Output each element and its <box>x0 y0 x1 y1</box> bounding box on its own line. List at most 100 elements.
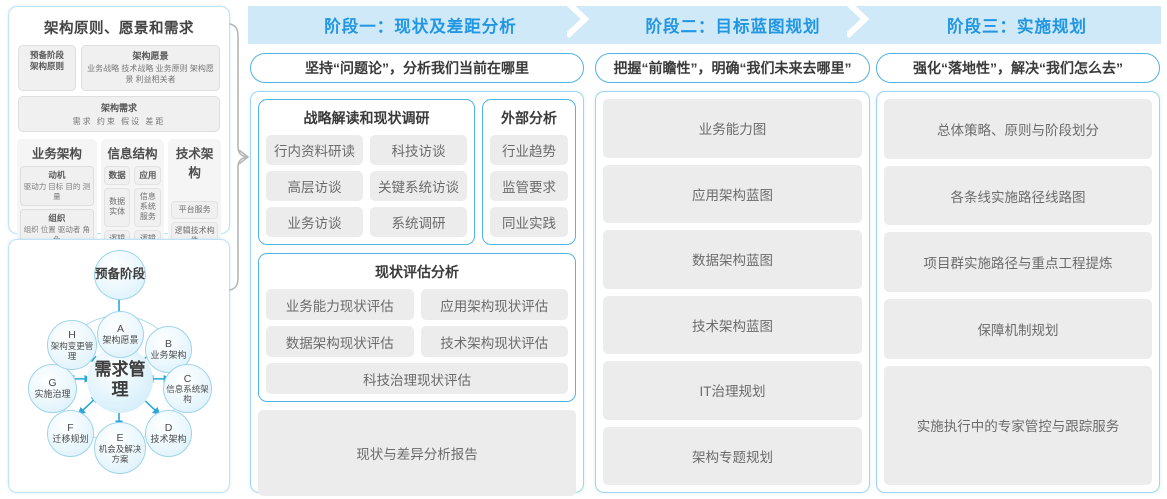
requirements-title: 架构需求 <box>100 102 137 113</box>
adm-cycle-card: 预备阶段 需求管理 A 架构愿景 B 业务架构 C 信息系统架构 <box>8 239 230 493</box>
chip-phase-2-3[interactable]: 技术架构蓝图 <box>603 295 862 354</box>
assessment-row-0: 业务能力现状评估 应用架构现状评估 <box>266 289 568 320</box>
adm-node-h-letter: H <box>68 328 76 341</box>
bracket-connector <box>228 22 250 292</box>
phase-1-banner: 阶段一：现状及差距分析 <box>248 6 593 44</box>
adm-node-b-label: 业务架构 <box>150 350 187 361</box>
chip-strategy-0-1[interactable]: 科技访谈 <box>370 135 467 165</box>
group-strategy-research: 战略解读和现状调研 行内资料研读 科技访谈 高层访谈 关键系统访谈 业务访谈 系… <box>258 99 475 245</box>
strategy-row-0: 行内资料研读 科技访谈 <box>266 135 467 165</box>
group-external-analysis: 外部分析 行业趋势 监管要求 同业实践 <box>482 99 576 245</box>
requirements-items: 需求 约束 假设 差距 <box>72 116 166 126</box>
chip-phase-2-2[interactable]: 数据架构蓝图 <box>603 230 862 289</box>
prep-stage-box: 预备阶段 架构原则 <box>18 45 76 91</box>
phase-3-subtitle-label: 强化“落地性”，解决“我们怎么去” <box>913 60 1123 76</box>
tech-item-0: 平台服务 <box>171 200 218 219</box>
chip-assessment-1-1[interactable]: 技术架构现状评估 <box>420 326 568 357</box>
adm-node-e-letter: E <box>116 431 124 444</box>
chip-external-2[interactable]: 同业实践 <box>490 207 568 237</box>
chip-phase-3-2[interactable]: 项目群实施路径与重点工程提炼 <box>884 232 1152 293</box>
phase-1-chevron-icon <box>564 0 593 39</box>
chip-external-0[interactable]: 行业趋势 <box>490 135 568 165</box>
chip-phase-2-0[interactable]: 业务能力图 <box>603 99 862 158</box>
adm-node-b[interactable]: B 业务架构 <box>145 326 192 373</box>
information-structure-head: 信息结构 <box>107 146 158 161</box>
adm-node-a-letter: A <box>116 323 124 336</box>
phase-1-panel: 战略解读和现状调研 行内资料研读 科技访谈 高层访谈 关键系统访谈 业务访谈 系… <box>250 91 584 496</box>
chip-strategy-2-1[interactable]: 系统调研 <box>370 207 467 237</box>
chip-assessment-0-0[interactable]: 业务能力现状评估 <box>266 289 414 320</box>
motivation-block: 动机 驱动力 目标 目的 测量 <box>20 165 94 206</box>
chip-external-1[interactable]: 监管要求 <box>490 171 568 201</box>
adm-wheel: 预备阶段 需求管理 A 架构愿景 B 业务架构 C 信息系统架构 <box>9 240 229 492</box>
adm-node-c-label: 信息系统架构 <box>166 383 209 404</box>
business-architecture-head: 业务架构 <box>31 146 82 161</box>
phase-3-subtitle: 强化“落地性”，解决“我们怎么去” <box>876 53 1160 83</box>
adm-node-e[interactable]: E 机会及解决方案 <box>94 422 146 474</box>
adm-node-d-letter: D <box>164 422 173 435</box>
adm-node-f-letter: F <box>67 422 74 435</box>
prep-stage-line2: 架构原则 <box>29 61 64 72</box>
bracket-icon <box>229 23 249 291</box>
group-current-state-assessment-title: 现状评估分析 <box>375 264 459 280</box>
phase-3-panel: 总体策略、原则与阶段划分 各条线实施路径线路图 项目群实施路径与重点工程提炼 保… <box>876 91 1160 493</box>
adm-node-b-letter: B <box>164 338 172 351</box>
framework-title: 架构原则、愿景和需求 <box>44 21 194 37</box>
strategy-row-1: 高层访谈 关键系统访谈 <box>266 171 467 201</box>
adm-node-f-label: 迁移规划 <box>52 434 89 445</box>
phase-2-banner: 阶段二：目标蓝图规划 <box>593 6 873 44</box>
adm-node-d[interactable]: D 技术架构 <box>145 410 192 457</box>
chip-assessment-1-0[interactable]: 数据架构现状评估 <box>266 326 414 357</box>
phase-3-items: 总体策略、原则与阶段划分 各条线实施路径线路图 项目群实施路径与重点工程提炼 保… <box>884 99 1152 486</box>
adm-node-a[interactable]: A 架构愿景 <box>97 311 144 358</box>
adm-node-prep[interactable]: 预备阶段 <box>94 250 146 300</box>
architecture-vision-box: 架构愿景 业务战略 技术战略 业务原则 架构愿景 利益相关者 <box>81 45 220 91</box>
chip-strategy-1-0[interactable]: 高层访谈 <box>266 171 363 201</box>
motivation-title: 动机 <box>48 169 66 180</box>
adm-node-h[interactable]: H 架构变更管理 <box>47 320 97 370</box>
phase-1-subtitle: 坚持“问题论”，分析我们当前在哪里 <box>250 53 584 83</box>
phase-1-top-row: 战略解读和现状调研 行内资料研读 科技访谈 高层访谈 关键系统访谈 业务访谈 系… <box>258 99 576 245</box>
group-strategy-research-items: 行内资料研读 科技访谈 高层访谈 关键系统访谈 业务访谈 系统调研 <box>266 135 467 237</box>
chip-strategy-2-0[interactable]: 业务访谈 <box>266 207 363 237</box>
adm-node-g-label: 实施治理 <box>34 389 71 400</box>
vision-title: 架构愿景 <box>132 51 169 61</box>
chip-phase-2-5[interactable]: 架构专题规划 <box>603 426 862 485</box>
adm-node-center-label: 需求管理 <box>94 359 146 399</box>
phase-2-items: 业务能力图 应用架构蓝图 数据架构蓝图 技术架构蓝图 IT治理规划 架构专题规划 <box>603 99 862 485</box>
chip-phase-3-4[interactable]: 实施执行中的专家管控与跟踪服务 <box>884 365 1152 486</box>
chip-assessment-full[interactable]: 科技治理现状评估 <box>266 363 568 394</box>
data-item-0: 数据实体 <box>103 187 131 227</box>
chip-phase-2-4[interactable]: IT治理规划 <box>603 361 862 420</box>
adm-node-c[interactable]: C 信息系统架构 <box>163 364 212 413</box>
motivation-items: 驱动力 目标 目的 测量 <box>23 181 90 201</box>
adm-node-f[interactable]: F 迁移规划 <box>47 410 94 457</box>
adm-node-prep-label: 预备阶段 <box>95 267 146 282</box>
chip-phase-3-1[interactable]: 各条线实施路径线路图 <box>884 165 1152 226</box>
phase-2-banner-label: 阶段二：目标蓝图规划 <box>645 18 821 36</box>
chip-strategy-1-1[interactable]: 关键系统访谈 <box>370 171 467 201</box>
phase-1-subtitle-label: 坚持“问题论”，分析我们当前在哪里 <box>305 60 529 76</box>
assessment-row-1: 数据架构现状评估 技术架构现状评估 <box>266 326 568 357</box>
phase-1-banner-label: 阶段一：现状及差距分析 <box>324 18 517 36</box>
organization-title: 组织 <box>48 212 66 223</box>
adm-node-c-letter: C <box>183 372 192 385</box>
chip-strategy-0-0[interactable]: 行内资料研读 <box>266 135 363 165</box>
vision-items: 业务战略 技术战略 业务原则 架构愿景 利益相关者 <box>87 64 214 85</box>
togaf-content-framework-card: 架构原则、愿景和需求 预备阶段 架构原则 架构愿景 业务战略 技术战略 业务原则… <box>8 6 230 364</box>
adm-node-d-label: 技术架构 <box>150 434 187 445</box>
chip-phase-1-output[interactable]: 现状与差异分析报告 <box>258 410 576 496</box>
application-item-0: 信息系统服务 <box>134 187 162 227</box>
chip-assessment-0-1[interactable]: 应用架构现状评估 <box>420 289 568 320</box>
chip-phase-3-3[interactable]: 保障机制规划 <box>884 299 1152 359</box>
chip-phase-2-1[interactable]: 应用架构蓝图 <box>603 164 862 223</box>
adm-node-e-label: 机会及解决方案 <box>98 443 142 465</box>
chip-phase-3-0[interactable]: 总体策略、原则与阶段划分 <box>884 99 1152 159</box>
adm-node-center[interactable]: 需求管理 <box>87 347 153 413</box>
phase-3-banner-label: 阶段三：实施规划 <box>947 18 1087 36</box>
adm-node-g[interactable]: G 实施治理 <box>28 364 77 413</box>
phase-2-panel: 业务能力图 应用架构蓝图 数据架构蓝图 技术架构蓝图 IT治理规划 架构专题规划 <box>595 91 870 493</box>
left-reference-column: 架构原则、愿景和需求 预备阶段 架构原则 架构愿景 业务战略 技术战略 业务原则… <box>8 6 230 493</box>
prep-stage-line1: 预备阶段 <box>29 50 64 60</box>
